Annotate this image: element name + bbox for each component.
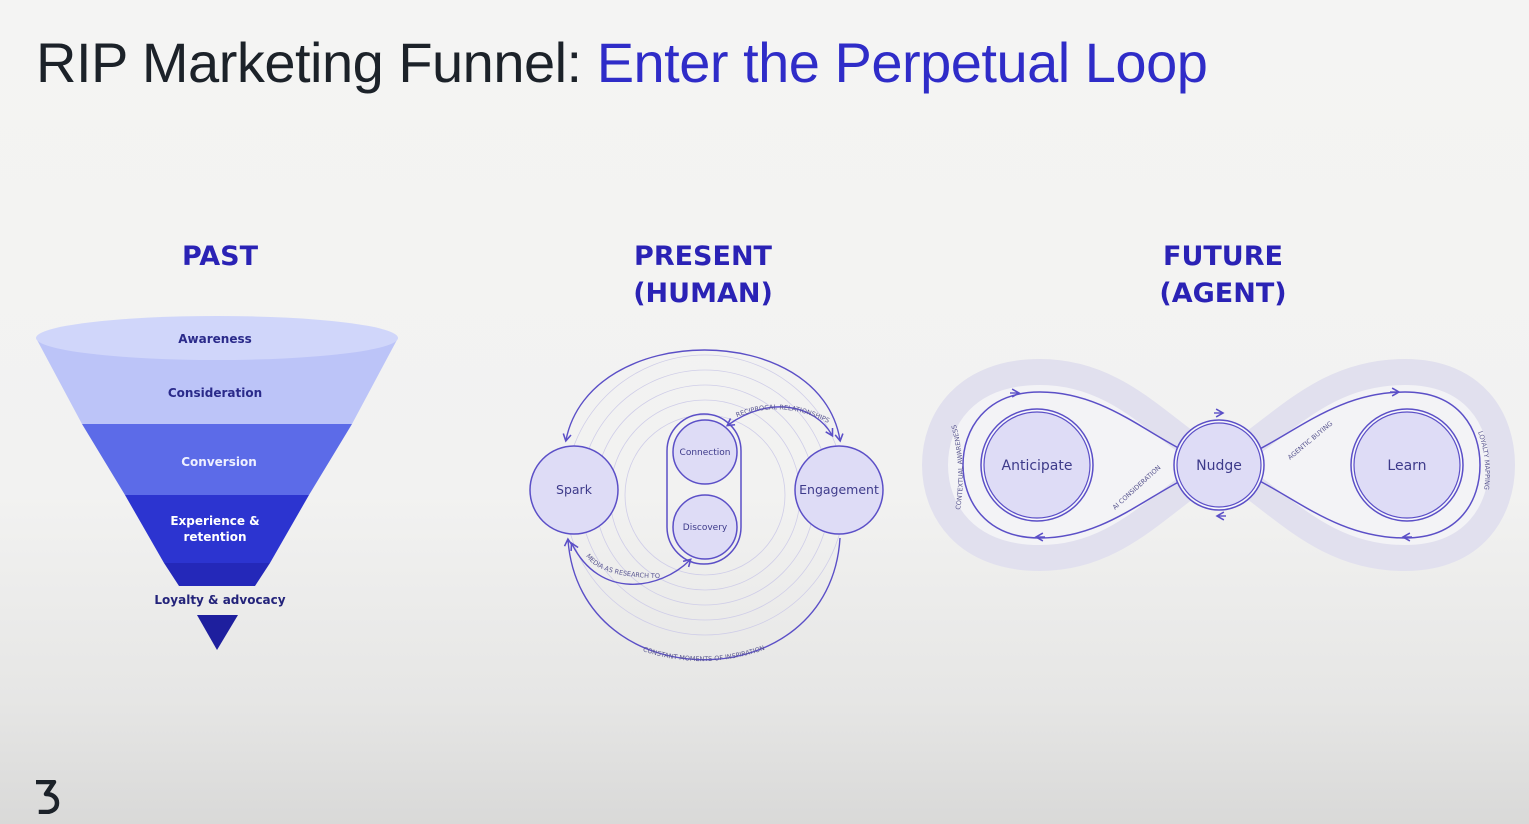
funnel-label-conversion: Conversion [181, 455, 257, 469]
funnel-label-loyalty: Loyalty & advocacy [154, 593, 285, 607]
future-direction-arrows [1010, 387, 1412, 542]
funnel-band-conversion [82, 424, 352, 495]
funnel-band-loyalty [164, 563, 270, 586]
path-label-reciprocal: RECIPROCAL RELATIONSHIPS [735, 403, 831, 424]
funnel-label-experience: Experience & [170, 514, 259, 528]
path-label-inspiration: CONSTANT MOMENTS OF INSPIRATION [642, 644, 766, 663]
node-anticipate [983, 411, 1091, 519]
marketing-funnel: Awareness Consideration Conversion Exper… [36, 316, 398, 650]
node-connection [672, 419, 738, 485]
present-heading-line1: PRESENT [634, 241, 772, 272]
page-title: RIP Marketing Funnel: Enter the Perpetua… [36, 30, 1208, 95]
past-heading: PAST [120, 238, 320, 275]
node-anticipate-label: Anticipate [1002, 458, 1073, 474]
future-heading: FUTURE (AGENT) [1090, 238, 1356, 312]
funnel-label-awareness: Awareness [178, 332, 252, 346]
future-heading-line2: (AGENT) [1159, 278, 1287, 309]
node-engagement-label: Engagement [799, 482, 879, 497]
node-discovery-label: Discovery [683, 523, 728, 533]
node-engagement [794, 445, 884, 535]
node-learn-label: Learn [1387, 458, 1426, 474]
funnel-band-experience [125, 495, 309, 563]
node-spark [529, 445, 619, 535]
title-part-accent: Enter the Perpetual Loop [596, 31, 1208, 94]
funnel-band-consideration [36, 338, 398, 424]
node-spark-label: Spark [556, 482, 593, 497]
node-connection-label: Connection [680, 448, 731, 458]
past-heading-label: PAST [181, 241, 259, 272]
present-heading: PRESENT (HUMAN) [570, 238, 836, 312]
brand-logo-icon [36, 780, 60, 814]
funnel-tip [197, 615, 238, 650]
node-nudge-label: Nudge [1196, 458, 1242, 474]
funnel-label-retention: retention [183, 530, 246, 544]
node-nudge [1176, 422, 1262, 508]
future-loop-diagram: Anticipate Nudge Learn CONTEXTUAL AWAREN… [921, 358, 1516, 572]
title-part-dark: RIP Marketing Funnel: [36, 31, 597, 94]
future-heading-line1: FUTURE [1163, 241, 1283, 272]
funnel-label-consideration: Consideration [168, 386, 262, 400]
path-label-reciprocal-text: RECIPROCAL RELATIONSHIPS [735, 403, 831, 424]
path-label-inspiration-text: CONSTANT MOMENTS OF INSPIRATION [642, 644, 766, 663]
connection-discovery-pill [666, 413, 742, 565]
node-learn [1353, 411, 1461, 519]
present-heading-line2: (HUMAN) [633, 278, 773, 309]
present-loop-arrows [562, 349, 844, 661]
funnel-top-rim [36, 316, 398, 360]
node-discovery [672, 494, 738, 560]
